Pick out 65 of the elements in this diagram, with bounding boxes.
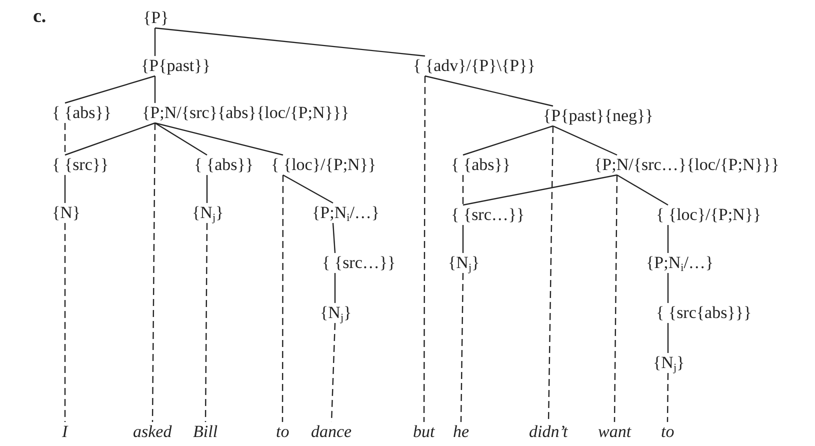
dependency-line — [154, 122, 208, 156]
category-label: {P{past}} — [141, 56, 210, 76]
dependency-line — [206, 175, 208, 203]
dependency-line — [154, 122, 284, 156]
sentence-word: dance — [311, 422, 352, 442]
dependency-line — [64, 175, 66, 203]
association-line — [614, 175, 618, 422]
association-line — [64, 123, 66, 155]
dependency-line — [154, 28, 156, 56]
category-label: { {abs}} — [194, 155, 254, 175]
association-line — [462, 175, 464, 205]
category-label: {P;N/{src}{abs}{loc/{P;N}}} — [142, 103, 350, 123]
panel-label: c. — [33, 6, 46, 28]
category-label: { {adv}/{P}\{P}} — [413, 56, 536, 76]
dependency-line — [616, 174, 668, 206]
association-line — [423, 76, 426, 422]
association-line — [460, 273, 464, 422]
category-label: { {src{abs}}} — [656, 303, 752, 323]
association-line — [64, 223, 66, 422]
category-label: { {loc}/{P;N}} — [271, 155, 376, 175]
association-line — [548, 126, 554, 422]
association-line — [152, 123, 156, 422]
sentence-word: asked — [133, 422, 172, 442]
dependency-line — [332, 222, 336, 254]
association-line — [666, 373, 669, 422]
association-line — [282, 175, 284, 422]
sentence-word: I — [62, 422, 68, 442]
category-label: {P;N/{src…}{loc/{P;N}}} — [594, 155, 780, 175]
dependency-line — [462, 125, 554, 156]
category-label: {N$_{j}$} — [653, 353, 685, 373]
dependency-line — [154, 76, 156, 103]
dependency-line — [667, 273, 669, 303]
dependency-line — [424, 75, 554, 107]
sentence-word: to — [661, 422, 674, 442]
dependency-line — [667, 323, 669, 353]
sentence-word: want — [598, 422, 632, 442]
category-label: { {loc}/{P;N}} — [656, 205, 762, 225]
category-label: { {src…}} — [322, 253, 396, 273]
category-label: {P{past}{neg}} — [543, 106, 654, 126]
sentence-word: didn’t — [529, 422, 568, 442]
dependency-line — [154, 27, 426, 57]
sentence-word: to — [276, 422, 290, 442]
sentence-word: but — [413, 422, 435, 442]
category-label: {P;N$_{i}$/…} — [312, 203, 380, 223]
category-label: {N$_{j}$} — [448, 253, 480, 273]
category-label: {N$_{j}$} — [320, 303, 352, 323]
sentence-word: he — [453, 422, 470, 442]
category-label: {N} — [52, 203, 81, 223]
dependency-line — [462, 225, 464, 253]
category-label: { {src…}} — [451, 205, 525, 225]
dependency-line — [64, 122, 156, 156]
dependency-line — [667, 225, 669, 253]
category-label: { {abs}} — [451, 155, 511, 175]
category-label: {P} — [143, 8, 169, 28]
association-line — [204, 223, 208, 422]
category-label: { {src}} — [52, 155, 109, 175]
category-label: {N$_{j}$} — [192, 203, 224, 223]
dependency-line — [462, 174, 618, 206]
dependency-line — [282, 174, 334, 204]
category-label: {P;N$_{i}$/…} — [646, 253, 714, 273]
category-label: { {abs}} — [52, 103, 112, 123]
dependency-line — [64, 75, 156, 104]
dependency-line — [552, 125, 618, 156]
sentence-word: Bill — [193, 422, 218, 442]
dependency-line — [334, 273, 336, 303]
